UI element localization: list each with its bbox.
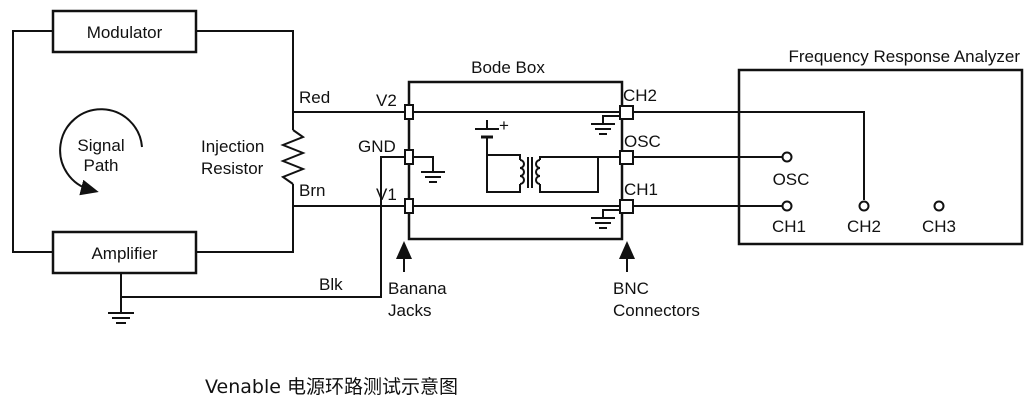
fra-ch3-label: CH3 [922,217,956,236]
bnc-ch2 [619,105,634,120]
osc-conn-label: OSC [624,132,661,151]
transformer-primary [519,159,525,185]
amplifier-label: Amplifier [91,244,157,263]
fra-ch1-terminal [781,200,793,212]
banana-jack-gnd [404,149,414,165]
diagram-caption: Venable 电源环路测试示意图 [205,376,458,398]
signal-path-arrow [59,108,143,196]
battery-plus-label: + [499,116,509,135]
fra-ch2-terminal [858,200,870,212]
bode-box-label: Bode Box [471,58,545,77]
ch2-cable [633,111,865,200]
ch2-conn-label: CH2 [623,86,657,105]
signal-path-label-1: Signal [77,136,124,155]
fra-ch1-label: CH1 [772,217,806,236]
fra-title: Frequency Response Analyzer [788,47,1020,66]
v1-label: V1 [376,185,397,204]
banana-jack-v2 [404,104,414,120]
banana-label-2: Jacks [388,301,431,320]
v2-label: V2 [376,91,397,110]
transformer-secondary [535,159,541,185]
bnc-ch1 [619,199,634,214]
left-loop-wire [12,30,53,253]
fra-osc-terminal [781,151,793,163]
bnc-osc [619,150,634,165]
injection-label-2: Resistor [201,159,264,178]
fra-osc-label: OSC [773,170,810,189]
blk-label: Blk [319,275,343,294]
red-label: Red [299,88,330,107]
modulator-output-wire [196,30,294,130]
ch1-conn-label: CH1 [624,180,658,199]
injection-label-1: Injection [201,137,264,156]
bnc-label-2: Connectors [613,301,700,320]
bode-box [407,80,624,241]
banana-label-1: Banana [388,279,447,298]
bnc-label-1: BNC [613,279,649,298]
modulator-label: Modulator [87,23,163,42]
brn-label: Brn [299,181,325,200]
gnd-label: GND [358,137,396,156]
banana-jack-v1 [404,198,414,214]
amplifier-input-wire [196,184,294,253]
injection-resistor-symbol [280,129,306,185]
fra-ch3-terminal [933,200,945,212]
signal-path-label-2: Path [84,156,119,175]
fra-ch2-label: CH2 [847,217,881,236]
blk-wire [120,156,409,298]
